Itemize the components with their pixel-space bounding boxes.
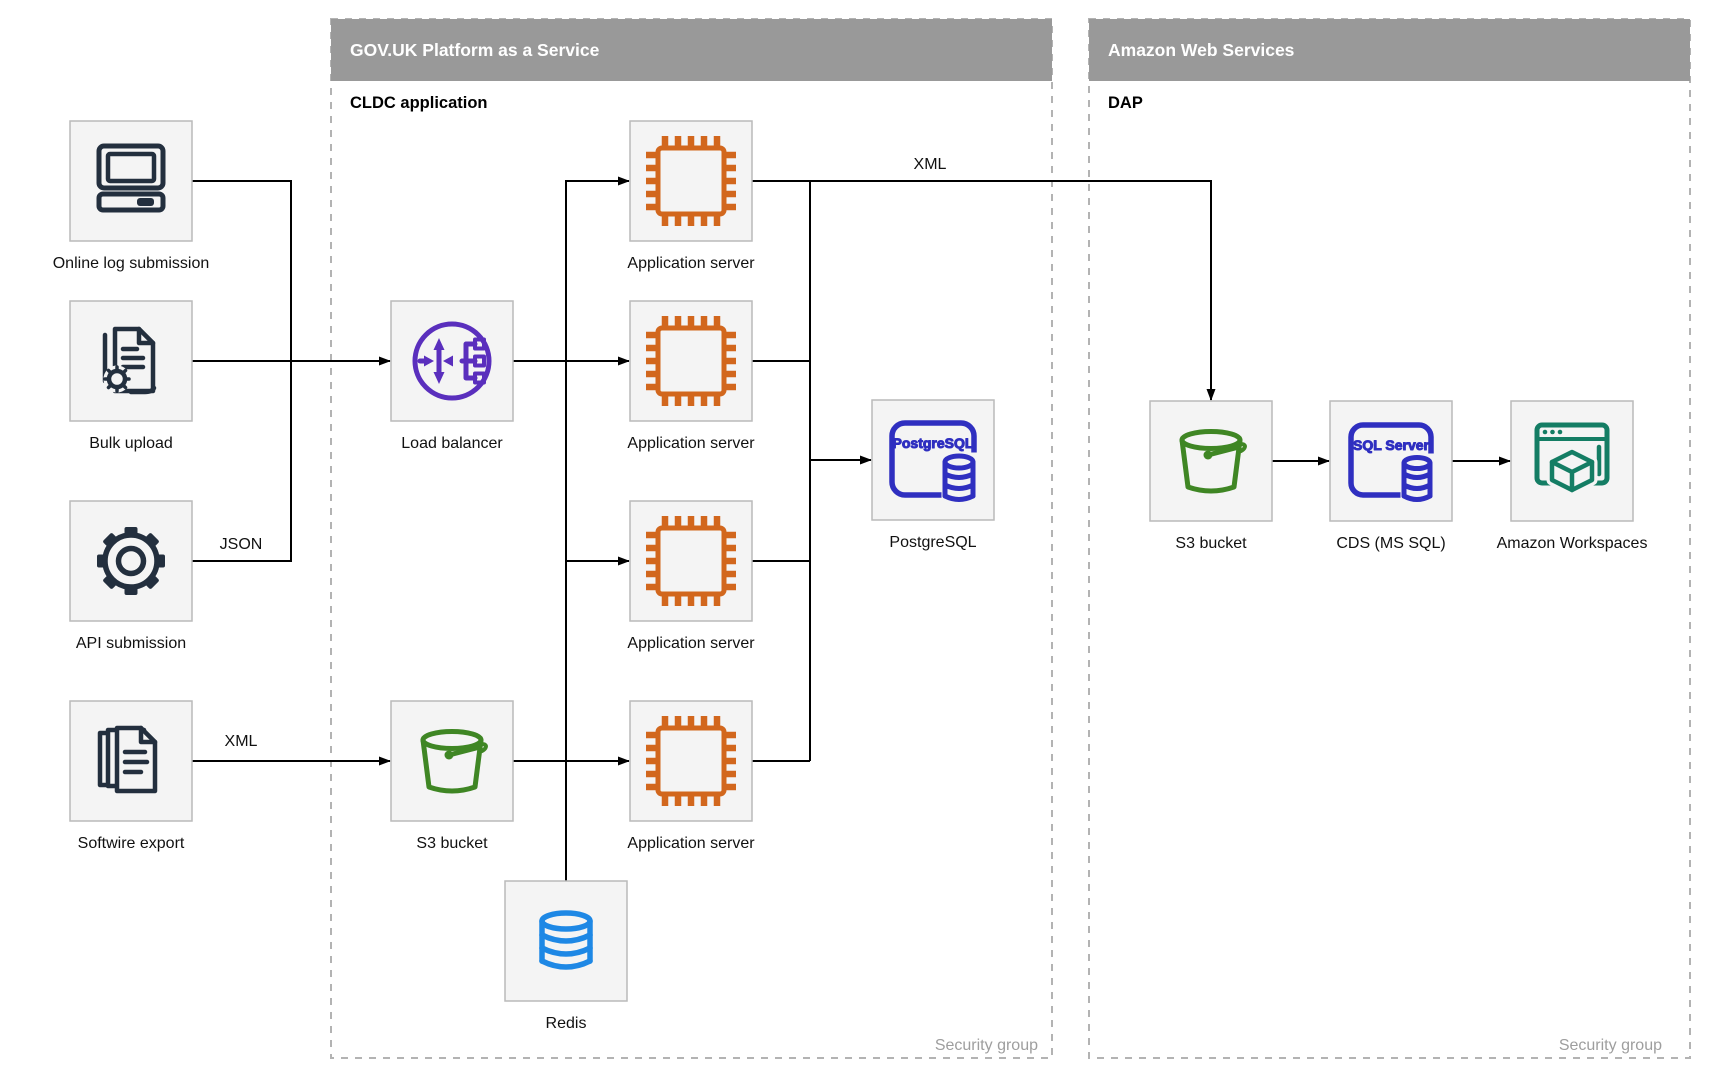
node-label: Softwire export — [78, 835, 185, 852]
node-label: S3 bucket — [1175, 535, 1247, 552]
paas-header-bar — [331, 19, 1052, 81]
node-label: S3 bucket — [416, 835, 488, 852]
node-label: API submission — [76, 635, 186, 652]
node-cds-ms-sql: SQL Server CDS (MS SQL) — [1329, 400, 1453, 552]
paas-security-group-label: Security group — [935, 1037, 1038, 1054]
node-label: Application server — [627, 835, 755, 852]
paas-title: GOV.UK Platform as a Service — [350, 40, 600, 60]
edge-app-servers-collector — [751, 181, 811, 762]
node-app-server-3: Application server — [627, 500, 755, 652]
node-api-submission: API submission — [69, 500, 193, 652]
aws-container: Amazon Web Services DAP Security group — [1088, 18, 1691, 1059]
edges: JSON XML XML — [192, 156, 1511, 881]
load-balancer-icon — [412, 321, 492, 401]
postgresql-icon-text: PostgreSQL — [893, 435, 974, 451]
node-app-server-2: Application server — [627, 300, 755, 452]
node-bulk-upload: Bulk upload — [69, 300, 193, 452]
aws-header-bar — [1089, 19, 1690, 81]
node-app-server-4: Application server — [627, 700, 755, 852]
paas-sublabel: CLDC application — [350, 94, 488, 112]
node-label: Amazon Workspaces — [1497, 535, 1648, 552]
edge-app-server-to-aws-s3 — [751, 180, 1216, 401]
sql-server-icon-text: SQL Server — [1353, 437, 1430, 453]
node-label: Application server — [627, 255, 755, 272]
edge-bus-to-app-server-1 — [565, 176, 630, 881]
edge-label-json: JSON — [220, 536, 263, 553]
node-label: Bulk upload — [89, 435, 173, 452]
node-label: CDS (MS SQL) — [1336, 535, 1445, 552]
node-load-balancer: Load balancer — [390, 300, 514, 452]
workspaces-icon — [1534, 422, 1610, 496]
desktop-computer-icon — [96, 143, 166, 213]
stacked-documents-icon — [97, 725, 158, 794]
node-label: Redis — [546, 1015, 587, 1032]
node-redis: Redis — [504, 880, 628, 1032]
node-app-server-1: Application server — [627, 120, 755, 272]
node-label: PostgreSQL — [889, 534, 976, 551]
document-gear-icon — [102, 326, 157, 395]
aws-sublabel: DAP — [1108, 94, 1143, 112]
gear-icon — [97, 527, 165, 595]
edge-label-xml-to-aws: XML — [914, 156, 947, 173]
node-label: Application server — [627, 635, 755, 652]
paas-security-group-border — [330, 18, 1053, 1059]
sql-server-database-icon: SQL Server — [1348, 422, 1438, 502]
node-softwire-export: Softwire export — [69, 700, 193, 852]
node-label: Online log submission — [53, 255, 210, 272]
paas-container: GOV.UK Platform as a Service CLDC applic… — [330, 18, 1053, 1059]
aws-security-group-label: Security group — [1559, 1037, 1662, 1054]
database-cylinder-icon — [539, 910, 593, 970]
node-label: Load balancer — [401, 435, 503, 452]
node-amazon-workspaces: Amazon Workspaces — [1497, 400, 1648, 552]
node-s3-bucket-paas: S3 bucket — [390, 700, 514, 852]
node-label: Application server — [627, 435, 755, 452]
edge-label-xml-export: XML — [225, 733, 258, 750]
node-postgresql: PostgreSQL PostgreSQL — [871, 399, 995, 551]
node-s3-bucket-aws: S3 bucket — [1149, 400, 1273, 552]
node-online-log-submission: Online log submission — [53, 120, 210, 272]
edge-online-log-api-merge — [192, 180, 292, 562]
aws-title: Amazon Web Services — [1108, 40, 1295, 60]
postgresql-database-icon: PostgreSQL — [889, 420, 981, 502]
